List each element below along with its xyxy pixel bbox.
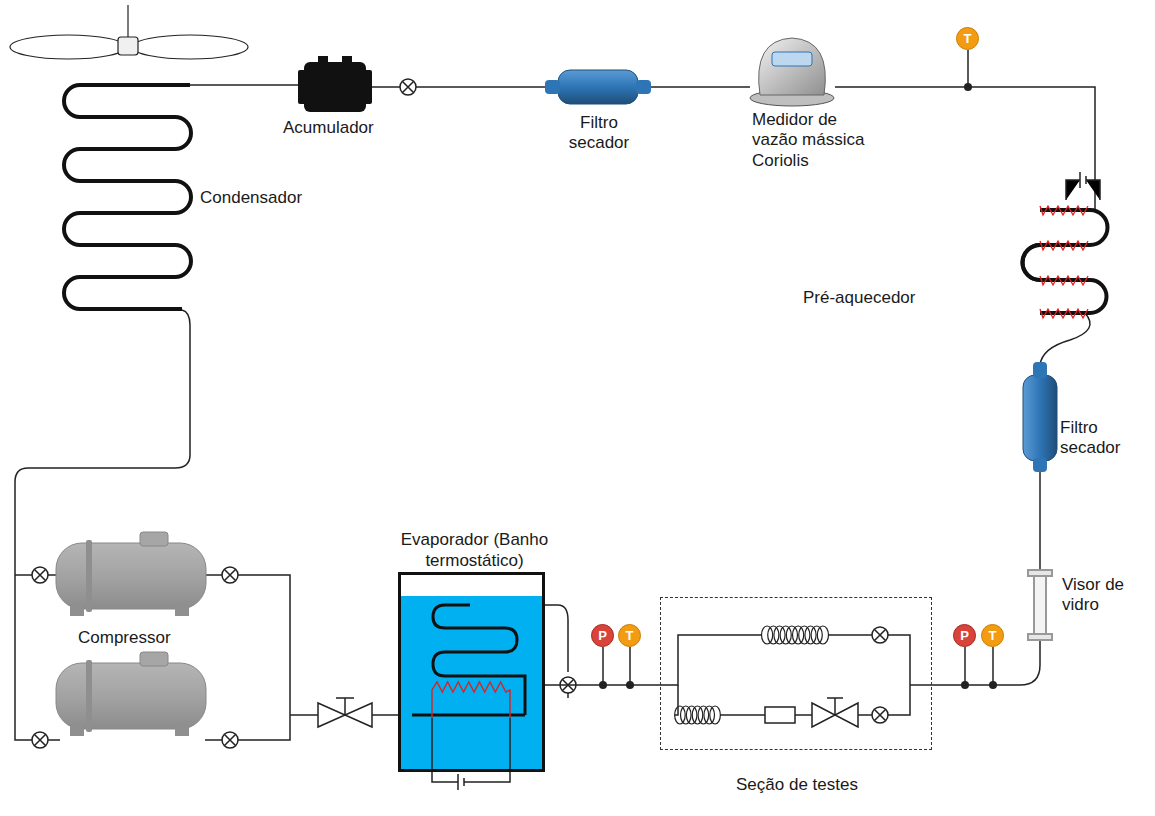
sensor-circle: T <box>956 27 979 50</box>
sensor-letter: P <box>598 628 607 643</box>
component-label: Medidor de vazão mássica Coriolis <box>752 110 872 171</box>
sensor-circle: T <box>618 624 641 647</box>
sensor-circle: P <box>591 624 614 647</box>
component-label: Compressor <box>78 628 171 648</box>
component-label: Filtro secador <box>1060 418 1132 459</box>
component-label: Acumulador <box>283 118 374 138</box>
component-label: Pré-aquecedor <box>803 288 915 308</box>
thermostatic-bath: Evaporador (Banho termostático) <box>398 572 545 772</box>
component-label: Visor de vidro <box>1062 575 1142 616</box>
component-label: Filtro secador <box>563 113 635 154</box>
sensor-letter: T <box>626 628 634 643</box>
component-label: Condensador <box>200 188 302 208</box>
sensor-circle: T <box>981 624 1004 647</box>
component-heading: Evaporador (Banho termostático) <box>380 530 570 571</box>
test-section-box: Seção de testes <box>660 597 932 750</box>
sensor-letter: T <box>964 31 972 46</box>
sensor-letter: P <box>960 628 969 643</box>
pipe-connector <box>545 684 660 686</box>
component-heading: Seção de testes <box>687 775 907 795</box>
sensor-letter: T <box>989 628 997 643</box>
sensor-circle: P <box>953 624 976 647</box>
